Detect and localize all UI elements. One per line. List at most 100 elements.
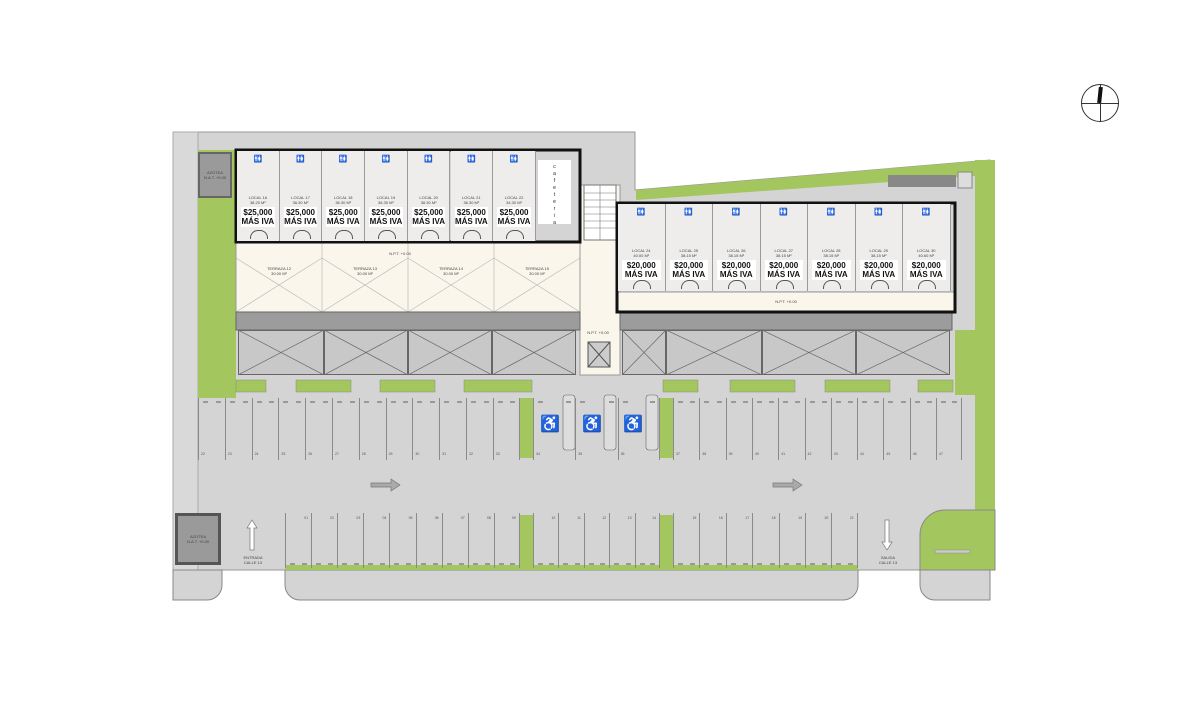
wheel-stop: [538, 401, 543, 403]
shop-area: 34.30 M²: [506, 200, 522, 205]
shop-area: 38.15 M²: [680, 253, 697, 258]
wheel-stop: [446, 563, 452, 565]
parking-space: 15: [673, 513, 699, 568]
parking-space: 26: [305, 398, 332, 460]
wheel-stop: [432, 563, 438, 565]
wheel-stop: [914, 401, 920, 403]
parking-space: 46: [909, 398, 936, 460]
shop-area: 38.15 M²: [870, 253, 887, 258]
parking-space: 39: [725, 398, 752, 460]
shop-area: 38.15 M²: [823, 253, 840, 258]
canopy-bay: [856, 330, 950, 375]
wheel-stop: [835, 401, 841, 403]
parking-number: 11: [577, 516, 581, 520]
parking-space: 28: [358, 398, 386, 460]
price-amount: $20,000: [721, 261, 751, 270]
wheel-stop: [290, 563, 295, 565]
wheel-stop: [608, 401, 614, 403]
parking-number: 16: [718, 516, 723, 520]
wheel-stop: [690, 401, 696, 403]
parking-space: 10: [533, 513, 558, 568]
price-amount: $20,000: [911, 261, 941, 270]
price-tax: MÁS IVA: [862, 270, 896, 279]
exit-label: SALIDA CALLE 13: [863, 555, 913, 565]
wheel-stop: [483, 401, 489, 403]
price-tax: MÁS IVA: [241, 217, 275, 226]
shop-area: 38.15 M²: [728, 253, 745, 258]
wheel-stop: [730, 401, 736, 403]
shop-area: 36.30 M²: [378, 200, 394, 205]
parking-space: 25: [278, 398, 305, 460]
parking-space: 45: [883, 398, 909, 460]
parking-number: 33: [495, 452, 500, 456]
parking-space: 27: [332, 398, 359, 460]
restroom-icon: 🚻: [424, 156, 433, 163]
parking-number: 14: [652, 516, 656, 520]
wheel-stop: [874, 401, 880, 403]
parking-space: 14: [634, 513, 660, 568]
parking-space: 44: [857, 398, 883, 460]
wheel-stop: [203, 401, 208, 403]
wheel-stop: [588, 563, 594, 565]
door-icon: [506, 230, 525, 239]
wheel-stop: [649, 563, 655, 565]
shop-name: LOCAL 29: [869, 248, 889, 253]
entrance-text: ENTRADA: [243, 555, 263, 560]
wheel-stop: [848, 401, 854, 403]
azotea-label: AZOTEA: [189, 534, 206, 539]
restroom-icon: 🚻: [296, 156, 305, 163]
price-amount: $25,000: [286, 208, 315, 217]
restroom-icon: 🚻: [509, 156, 519, 163]
parking-number: 42: [807, 452, 812, 456]
parking-number: 36: [620, 452, 625, 456]
wheel-stop: [484, 563, 490, 565]
wheel-stop: [926, 401, 932, 403]
wheel-stop: [354, 563, 360, 565]
wheel-stop: [614, 563, 620, 565]
parking-space: 34: [533, 398, 575, 460]
shop-area: 40.00 M²: [633, 253, 650, 258]
wheel-stop: [406, 563, 412, 565]
wheel-stop: [742, 401, 748, 403]
parking-space: 18: [752, 513, 778, 568]
door-icon: [775, 280, 794, 289]
wheel-stop: [809, 401, 815, 403]
terrace-name: TERRAZA 12: [266, 266, 291, 271]
wheel-stop: [783, 563, 789, 565]
restroom-icon: 🚻: [779, 209, 789, 216]
canopy-bay: [324, 330, 408, 375]
parking-number: 06: [434, 516, 439, 520]
parking-space: 08: [467, 513, 494, 568]
door-icon: [377, 230, 396, 239]
wheel-stop: [456, 401, 462, 403]
door-icon: [870, 280, 889, 289]
door-icon: [292, 230, 311, 239]
cafeteria[interactable]: cafeteria: [538, 160, 571, 227]
